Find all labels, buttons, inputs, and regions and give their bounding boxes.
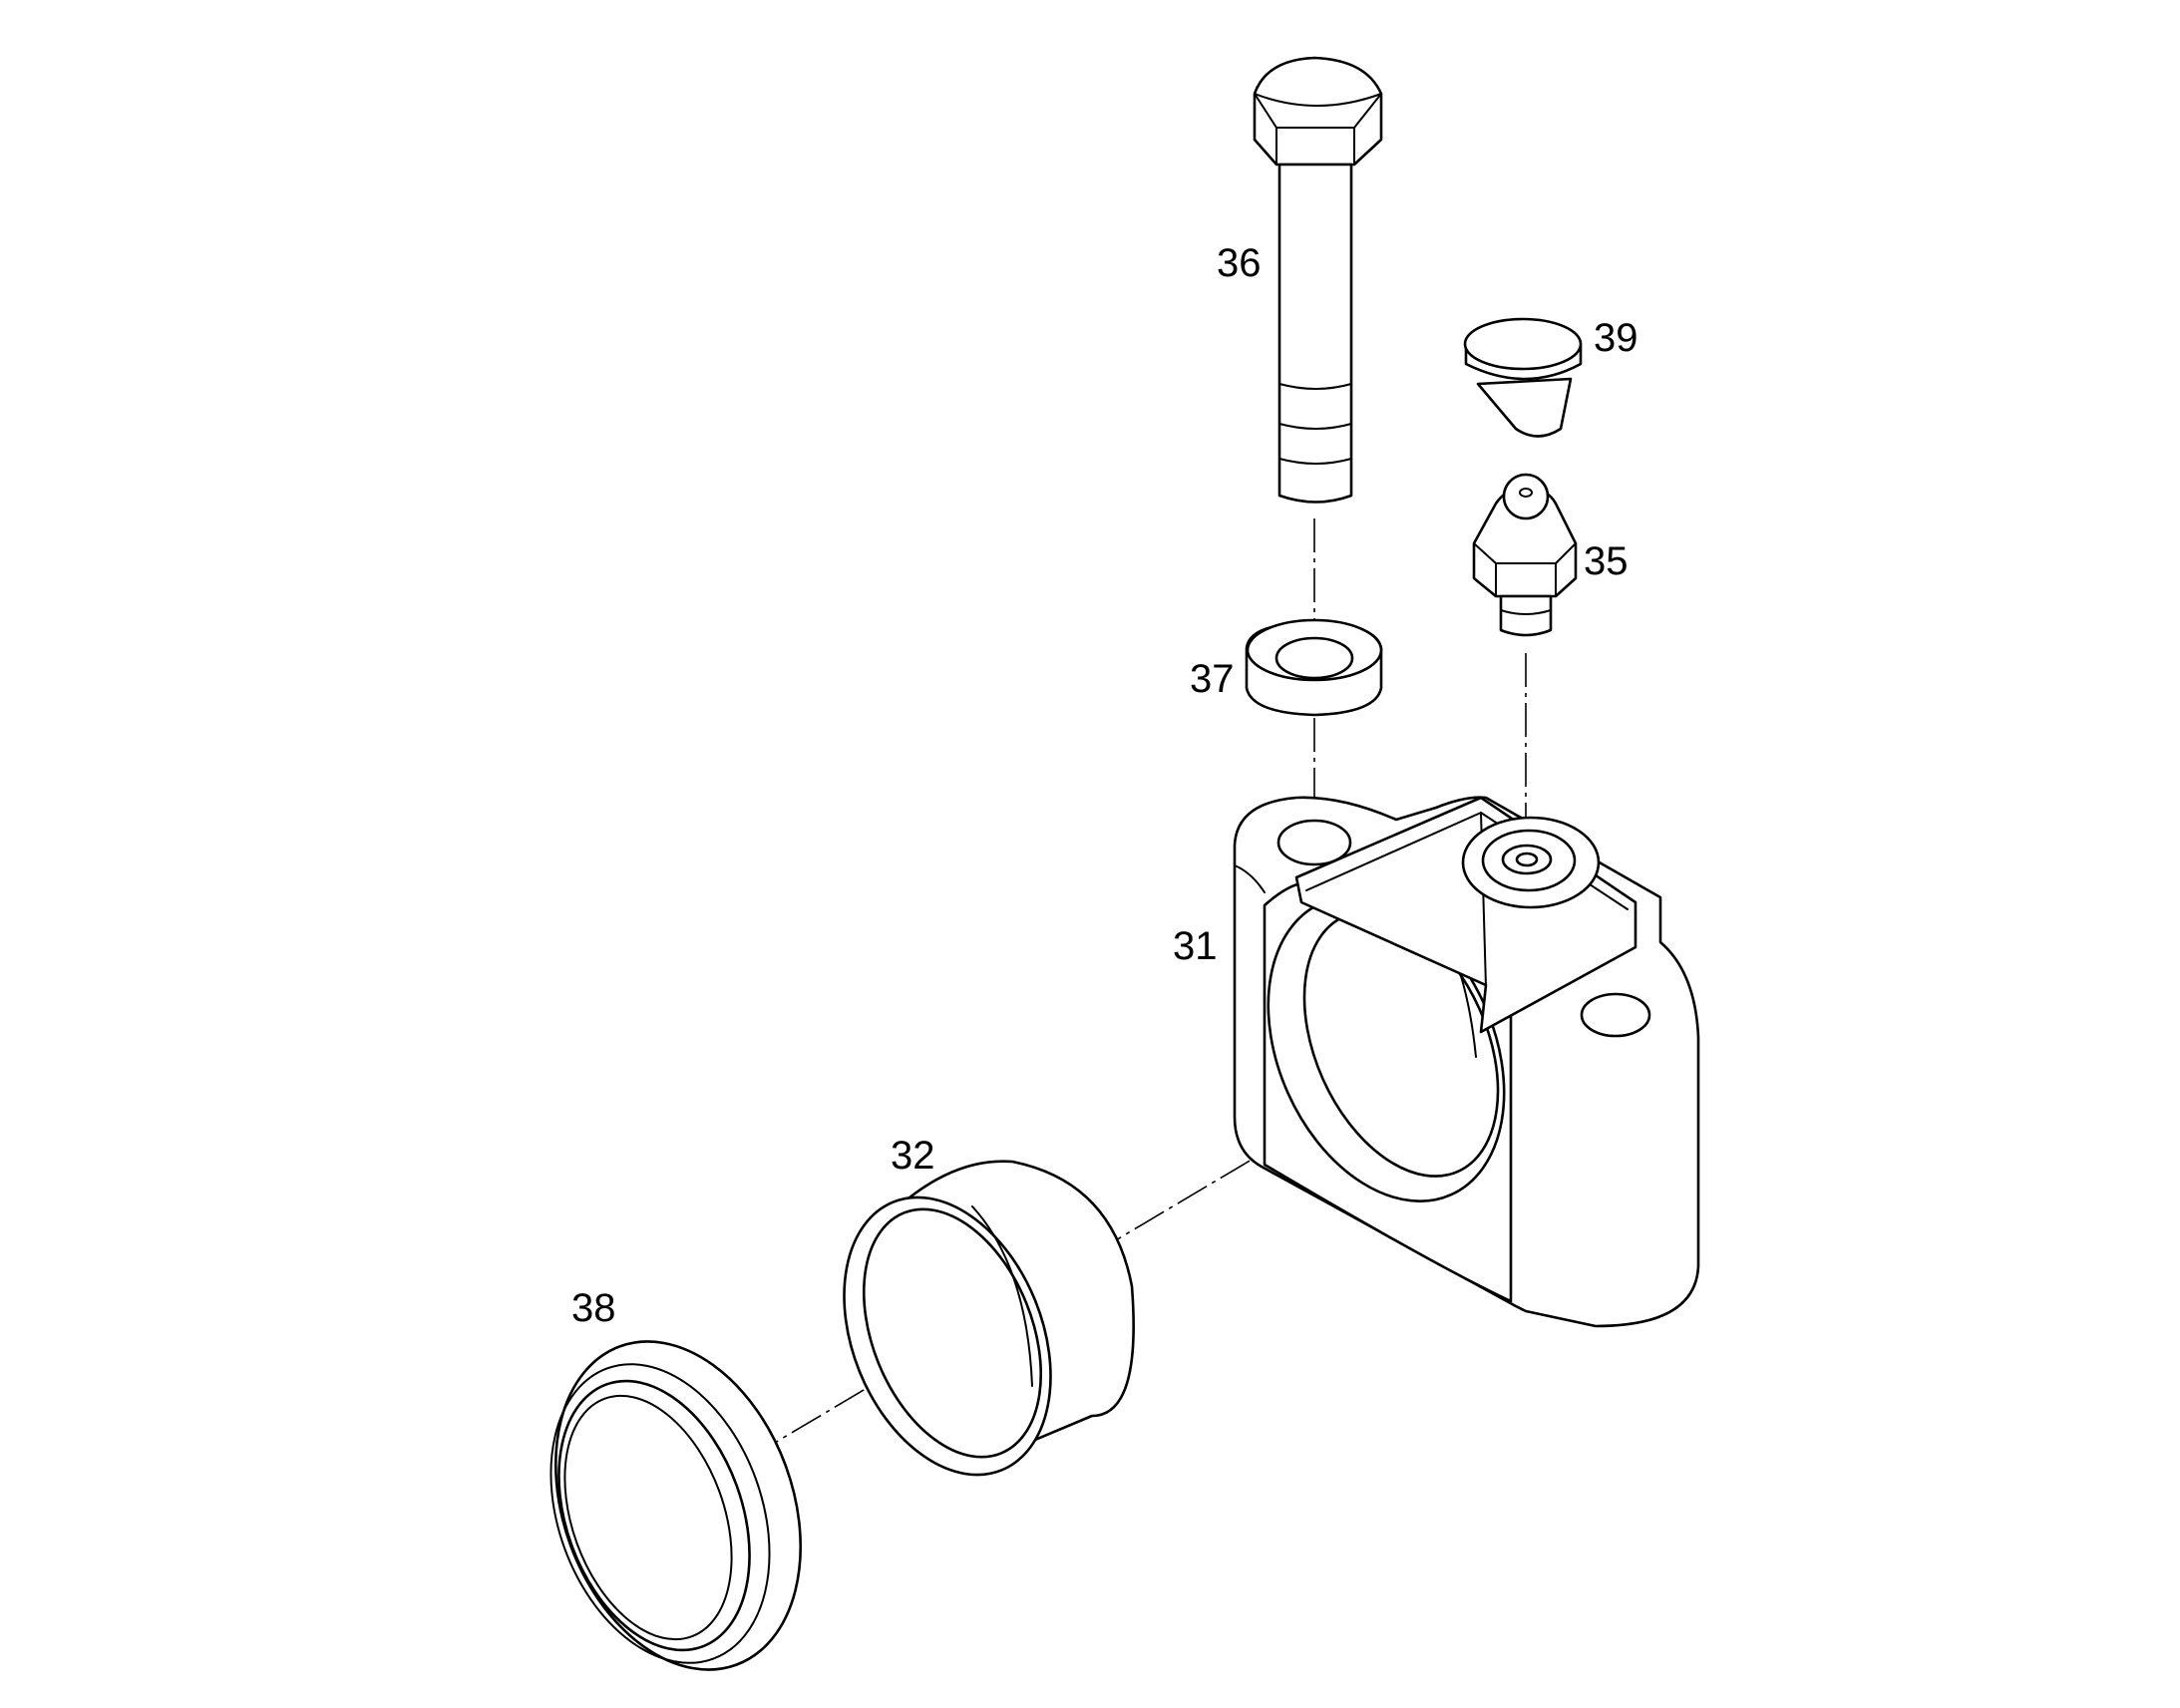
seal-inner [557,1379,751,1652]
callout-31: 31 [1173,924,1218,968]
part-38-seal-ring [549,1340,803,1671]
part-36-hex-bolt [1253,56,1383,504]
housing-right-bolt-hole [1580,992,1651,1038]
callout-35: 35 [1584,539,1629,583]
callout-36: 36 [1217,241,1262,285]
callout-38: 38 [571,1286,616,1330]
callout-39: 39 [1594,316,1638,360]
part-31-housing [1233,796,1700,1328]
part-39-cap [1463,317,1583,438]
housing-top-bolt-hole [1276,819,1352,866]
callouts: 31 32 35 36 37 38 39 [571,241,1638,1330]
bushing-rim-inner [862,1207,1043,1459]
callout-32: 32 [891,1134,935,1178]
part-32-bushing [843,1160,1135,1477]
part-37-washer [1245,618,1383,717]
part-35-grease-fitting [1472,473,1578,637]
callout-37: 37 [1190,657,1235,701]
